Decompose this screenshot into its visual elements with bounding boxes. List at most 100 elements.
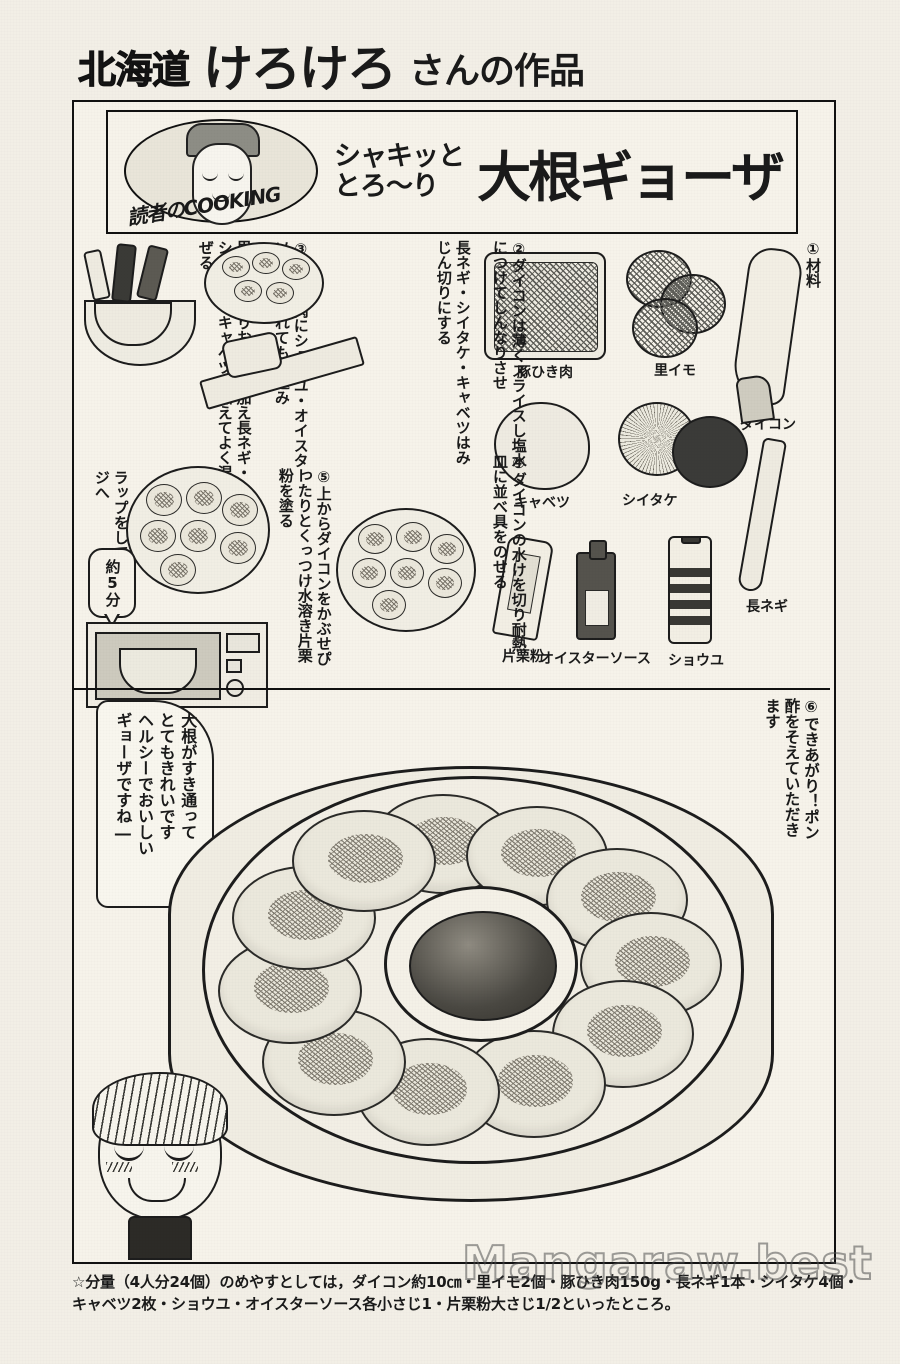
steps-area: ①材料 ダイコン 里イモ bbox=[74, 236, 830, 708]
gyoza-icon-b2 bbox=[396, 522, 430, 552]
ingredient-label-taro: 里イモ bbox=[654, 363, 696, 379]
speech-bubble: ギョーザですね― ヘルシーでおいしい とてもきれいです 大根がすき通って bbox=[96, 700, 214, 908]
footnote: ☆分量（4人分24個）のめやすとしては，ダイコン約10㎝・里イモ2個・豚ひき肉1… bbox=[72, 1272, 862, 1316]
step-2b-text: 長ネギ・シイタケ・キャベツはみじん切りにする bbox=[434, 240, 472, 465]
gyoza-icon-b1 bbox=[358, 524, 392, 554]
microwave-display-icon bbox=[226, 633, 260, 653]
daikon-slice-icon-1 bbox=[222, 256, 250, 278]
step-2-text: ②ダイコンは薄くスライスし塩水につけてしんなりさせ bbox=[490, 240, 528, 468]
daikon-slice-icon-5 bbox=[266, 282, 294, 304]
final-dish-panel: ギョーザですね― ヘルシーでおいしい とてもきれいです 大根がすき通って ⑥でき… bbox=[74, 690, 830, 1260]
soy-sauce-bottle-icon bbox=[668, 536, 712, 644]
gyoza-icon-b5 bbox=[390, 558, 424, 588]
bottle-neck-icon bbox=[589, 540, 607, 560]
footnote-line-1: ☆分量（4人分24個）のめやすとしては，ダイコン約10㎝・里イモ2個・豚ひき肉1… bbox=[72, 1273, 859, 1291]
mascot-mouth-icon bbox=[212, 191, 230, 202]
speech-line-4: ギョーザですね― bbox=[113, 712, 133, 843]
header-suffix: さんの作品 bbox=[409, 51, 585, 92]
dish-gyoza-11 bbox=[292, 810, 436, 912]
dish-gyoza-7 bbox=[356, 1038, 500, 1146]
negi-icon bbox=[736, 437, 788, 593]
step-5-text: ⑤上からダイコンをかぶせぴったりとくっつけ水溶き片栗粉を塗る bbox=[276, 468, 333, 666]
microwave-button-icon bbox=[226, 659, 242, 673]
gyoza-icon-a3 bbox=[222, 494, 258, 526]
ingredient-label-cabbage: キャベツ bbox=[514, 495, 570, 511]
gyoza-icon-a4 bbox=[140, 520, 176, 552]
section-divider bbox=[74, 688, 830, 690]
microwave-oven-icon bbox=[86, 622, 268, 708]
daikon-slice-icon-4 bbox=[234, 280, 262, 302]
gyoza-icon-b6 bbox=[428, 568, 462, 598]
ingredient-starch: 片栗粉 bbox=[491, 534, 555, 666]
gyoza-icon-a1 bbox=[146, 484, 182, 516]
ingredient-label-pork: 豚ひき肉 bbox=[517, 365, 573, 381]
step-4-text: ④ダイコンの水けを切り耐熱皿に並べ具をのせる bbox=[490, 454, 528, 652]
mascot-eye-right-icon bbox=[228, 171, 244, 181]
daikon-slice-icon-2 bbox=[252, 252, 280, 274]
subtitle-line-2: とろ～り bbox=[334, 171, 439, 202]
taro-icon-c bbox=[632, 298, 698, 358]
gyoza-icon-b4 bbox=[352, 558, 386, 588]
step-6-text: ⑥できあがり！ポン酢をそえていただきます bbox=[762, 698, 820, 840]
page-header: 北海道 けろけろ さんの作品 bbox=[77, 36, 838, 98]
boy-body-icon bbox=[128, 1216, 192, 1260]
subtitle-line-1: シャキッと bbox=[334, 140, 465, 172]
boy-eye-left-icon bbox=[114, 1146, 144, 1161]
ponzu-sauce-icon bbox=[409, 911, 557, 1021]
speech-line-1: 大根がすき通って bbox=[178, 712, 198, 840]
timer-text: 約5分 bbox=[103, 559, 122, 607]
ingredient-label-shiitake: シイタケ bbox=[622, 493, 678, 509]
header-prefecture: 北海道 bbox=[77, 48, 190, 93]
daikon-slice-icon-3 bbox=[282, 258, 310, 280]
timer-bubble: 約5分 bbox=[88, 548, 136, 618]
step-6-block: ⑥できあがり！ポン酢をそえていただきます bbox=[761, 698, 820, 848]
ingredient-negi: 長ネギ bbox=[734, 373, 790, 616]
gyoza-icon-b7 bbox=[372, 590, 406, 620]
oyster-sauce-bottle-icon bbox=[576, 540, 616, 640]
mascot-eye-left-icon bbox=[202, 171, 218, 181]
gyoza-icon-a5 bbox=[180, 520, 216, 552]
ingredient-oyster-sauce: オイスターソース bbox=[540, 540, 651, 668]
ingredient-cabbage: キャベツ bbox=[494, 402, 590, 512]
ingredient-label-oyster: オイスターソース bbox=[540, 651, 651, 667]
boy-hair-icon bbox=[92, 1072, 228, 1146]
bottle-label-icon bbox=[585, 590, 609, 626]
microwave-panel bbox=[226, 633, 260, 697]
cabbage-icon bbox=[494, 402, 590, 490]
minced-meat-icon bbox=[494, 262, 598, 352]
recipe-frame: 読者のCOOKING シャキッと とろ～り 大根ギョーザ ①材料 ダイコン bbox=[72, 100, 836, 1264]
boy-eye-right-icon bbox=[164, 1146, 194, 1161]
recipe-title: 大根ギョーザ bbox=[477, 145, 785, 209]
microwave-plate-icon bbox=[119, 648, 197, 694]
bottle-icon-1 bbox=[82, 248, 112, 302]
ingredient-soy-sauce: ショウユ bbox=[668, 536, 724, 670]
header-contributor-name: けろけろ bbox=[203, 40, 397, 98]
ingredient-label-negi: 長ネギ bbox=[746, 599, 788, 615]
meat-tray-icon bbox=[484, 252, 606, 360]
footnote-line-2: キャベツ2枚・ショウユ・オイスターソース各小さじ1・片栗粉大さじ1/2といったと… bbox=[72, 1294, 680, 1313]
bottle-icon-2 bbox=[111, 243, 137, 303]
bottle-icon-3 bbox=[135, 244, 170, 302]
reader-cooking-logo: 読者のCOOKING bbox=[108, 113, 318, 231]
dish-gyoza-5 bbox=[552, 980, 694, 1088]
gyoza-icon-a2 bbox=[186, 482, 222, 514]
soy-cap-icon bbox=[681, 538, 701, 544]
boy-character bbox=[88, 1060, 238, 1260]
ingredient-pork-mince: 豚ひき肉 bbox=[484, 252, 606, 382]
speech-line-2: とてもきれいです bbox=[156, 712, 176, 840]
ingredient-label-soy: ショウユ bbox=[668, 653, 724, 669]
gyoza-icon-b3 bbox=[430, 534, 464, 564]
gyoza-icon-a6 bbox=[220, 532, 256, 564]
ponzu-dish-icon bbox=[384, 886, 578, 1042]
speech-line-3: ヘルシーでおいしい bbox=[135, 712, 154, 856]
gyoza-icon-a7 bbox=[160, 554, 196, 586]
title-subtitle: シャキッと とろ～り bbox=[334, 140, 465, 202]
boy-blush-right-icon bbox=[172, 1162, 198, 1172]
ingredient-shiitake: シイタケ bbox=[618, 402, 748, 510]
ingredient-label-starch: 片栗粉 bbox=[502, 649, 544, 665]
ingredients-panel: ①材料 ダイコン 里イモ bbox=[472, 236, 824, 676]
step-1-label: ①材料 bbox=[804, 240, 822, 288]
shiitake-icon-cap bbox=[672, 416, 748, 488]
boy-blush-left-icon bbox=[106, 1162, 132, 1172]
